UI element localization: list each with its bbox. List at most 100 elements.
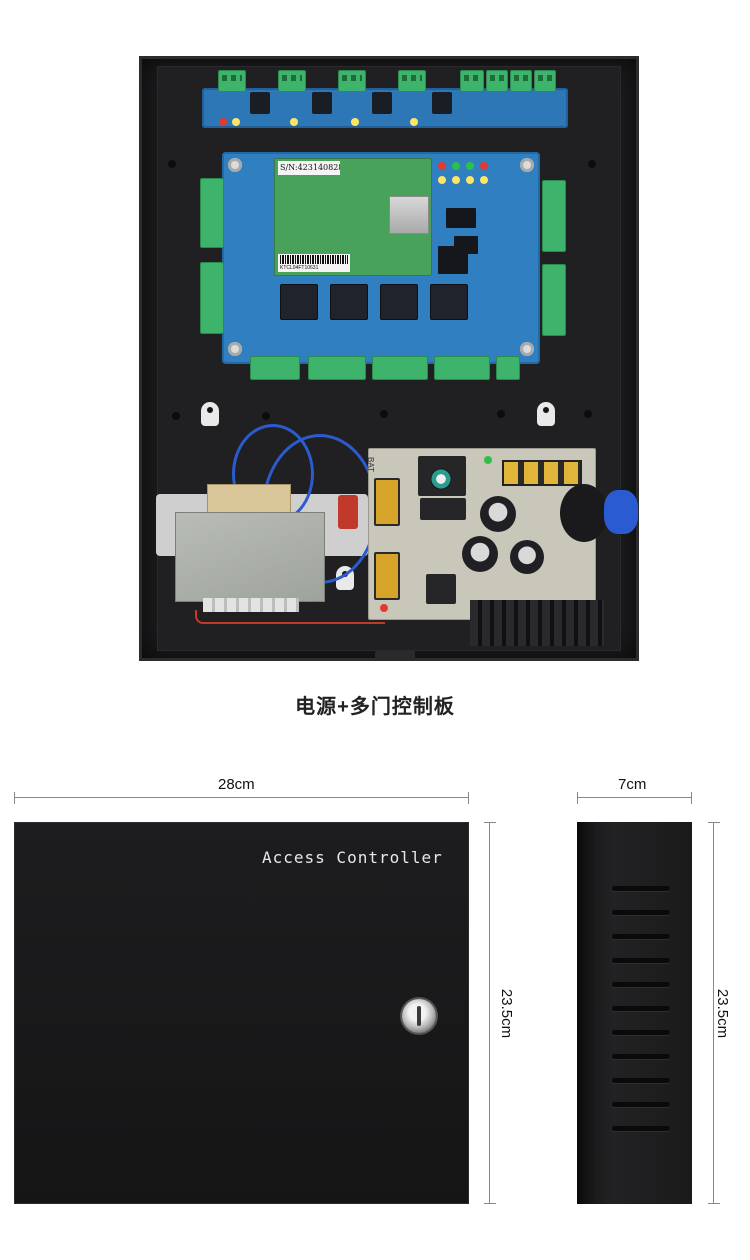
fuse: [374, 552, 400, 600]
status-led-green: [452, 162, 460, 170]
screw-terminal: [398, 70, 426, 92]
mounting-hole: [588, 160, 596, 168]
ethernet-port: [389, 196, 429, 234]
side-height-dimension-line: [708, 822, 720, 1204]
vent-slot: [612, 934, 670, 939]
enclosure-bottom-notch: [375, 650, 415, 661]
screw-terminal: [200, 262, 224, 334]
serial-number-label: S/N:423140828: [278, 161, 340, 175]
screw-terminal: [372, 356, 428, 380]
barcode-text: KTCL04FT10631: [280, 265, 319, 271]
screw-terminal: [542, 264, 566, 336]
ic-chip: [446, 208, 476, 228]
wall-mount-keyhole: [201, 402, 219, 426]
status-led-yellow: [351, 118, 359, 126]
screw-terminal: [200, 178, 224, 248]
status-led-red: [219, 118, 227, 126]
vent-slot: [612, 1078, 670, 1083]
mounting-hole: [380, 410, 388, 418]
height-dimension-label: 23.5cm: [498, 988, 516, 1039]
height-dimension-line: [484, 822, 496, 1204]
transformer-wire-red: [338, 495, 358, 529]
side-height-dimension-label: 23.5cm: [714, 988, 732, 1039]
vent-slot: [612, 982, 670, 987]
screw-terminal: [218, 70, 246, 92]
screw-terminal: [510, 70, 532, 92]
depth-dimension-line: [577, 792, 692, 804]
mounting-hole: [172, 412, 180, 420]
screw-terminal: [486, 70, 508, 92]
vent-slot: [612, 1102, 670, 1107]
status-led-red: [438, 162, 446, 170]
status-led-yellow: [466, 176, 474, 184]
mounting-hole: [584, 410, 592, 418]
relay: [372, 92, 392, 114]
status-led-yellow: [452, 176, 460, 184]
box-front-label: Access Controller: [262, 848, 443, 867]
board-standoff: [228, 342, 242, 356]
board-standoff: [520, 342, 534, 356]
wall-mount-keyhole: [537, 402, 555, 426]
screw-terminal: [542, 180, 566, 252]
screw-terminal: [460, 70, 484, 92]
transformer-wire-red: [195, 610, 385, 624]
status-led-yellow: [410, 118, 418, 126]
relay: [312, 92, 332, 114]
mounting-hole: [497, 410, 505, 418]
width-dimension-label: 28cm: [218, 776, 255, 793]
vent-slot: [612, 1054, 670, 1059]
status-led-yellow: [480, 176, 488, 184]
capacitor: [480, 496, 516, 532]
screw-terminal: [250, 356, 300, 380]
status-led-yellow: [438, 176, 446, 184]
psu-component: [426, 574, 456, 604]
status-led-yellow: [290, 118, 298, 126]
transformer-base: [203, 598, 299, 612]
power-led-red: [380, 604, 388, 612]
screw-terminal: [278, 70, 306, 92]
power-transformer: [175, 512, 325, 602]
status-led-red: [480, 162, 488, 170]
power-terminal-block: [502, 460, 582, 486]
mounting-hole: [262, 412, 270, 420]
screw-terminal: [434, 356, 490, 380]
battery-label: BAT: [366, 457, 375, 472]
barcode-label: KTCL04FT10631: [278, 254, 350, 272]
capacitor: [510, 540, 544, 574]
power-led-green: [484, 456, 492, 464]
barcode-bars: [280, 255, 348, 264]
status-led-yellow: [232, 118, 240, 126]
fuse: [374, 478, 400, 526]
screw-terminal: [534, 70, 556, 92]
board-standoff: [520, 158, 534, 172]
vent-slot: [612, 886, 670, 891]
relay: [432, 92, 452, 114]
screw-terminal: [496, 356, 520, 380]
inductor-coil: [560, 484, 608, 542]
relay: [250, 92, 270, 114]
vent-slot: [612, 1126, 670, 1131]
vent-slot: [612, 910, 670, 915]
screw-terminal: [308, 356, 366, 380]
screw-terminal: [338, 70, 366, 92]
depth-dimension-label: 7cm: [618, 776, 647, 793]
door-relay: [330, 284, 368, 320]
door-relay: [280, 284, 318, 320]
controller-box-front: [14, 822, 469, 1204]
vent-slot: [612, 958, 670, 963]
psu-relay: [420, 498, 466, 520]
cable-terminal: [604, 490, 638, 534]
vent-slot: [612, 1030, 670, 1035]
box-side-lip: [577, 822, 599, 1204]
door-relay: [380, 284, 418, 320]
capacitor: [462, 536, 498, 572]
width-dimension-line: [14, 792, 469, 804]
board-standoff: [228, 158, 242, 172]
status-indicator: [430, 468, 452, 490]
voltage-regulator: [438, 246, 468, 274]
keyhole-lock-icon: [402, 999, 436, 1033]
heatsink: [470, 600, 604, 646]
vent-slot: [612, 1006, 670, 1011]
door-relay: [430, 284, 468, 320]
photo-caption: 电源+多门控制板: [295, 696, 455, 718]
